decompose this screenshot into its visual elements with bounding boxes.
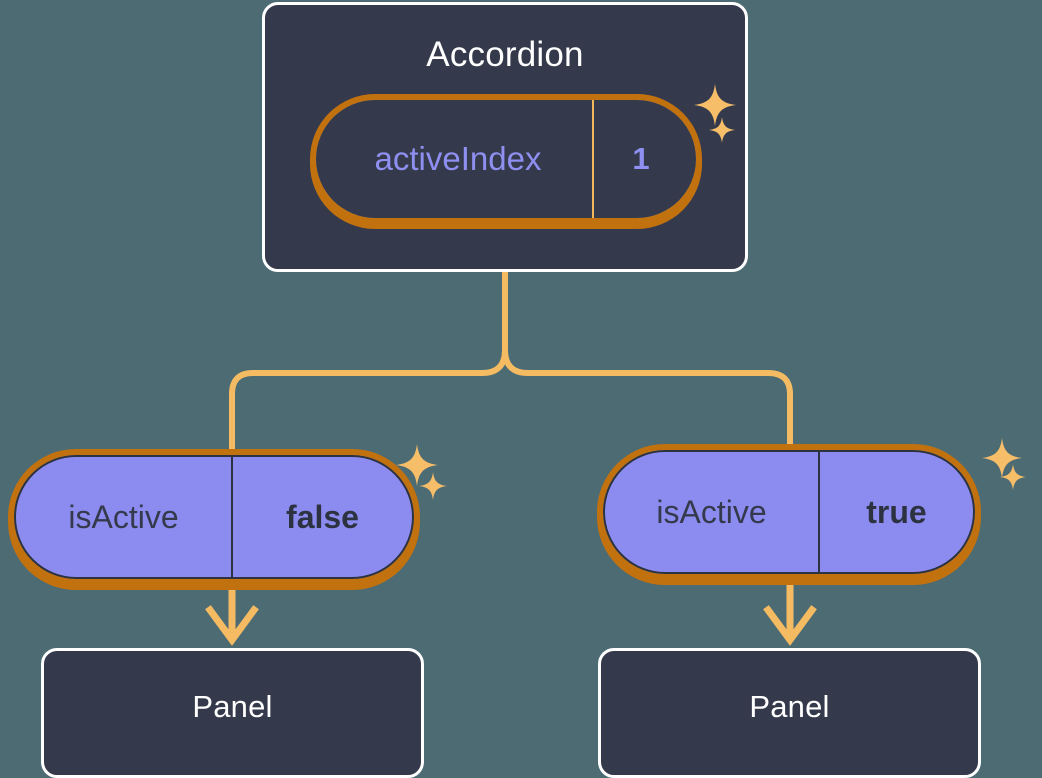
prop-value-label-left: false [231,457,412,577]
sparkle-icon-large-right [982,438,1022,478]
prop-key-label-right: isActive [656,493,767,530]
prop-key-label-left: isActive [68,498,179,535]
state-key-label: activeIndex [324,100,594,218]
sparkle-icon-small-left [419,472,447,500]
prop-pill-isactive-true[interactable]: isActive true [603,450,975,574]
prop-value-label-right: true [818,452,973,572]
prop-pill-body-left: isActive false [14,455,414,579]
arrow-head-left [205,605,259,646]
component-title-panel-left: Panel [192,689,273,724]
wire-branch-left [229,347,508,461]
component-card-panel-left[interactable]: Panel [41,648,424,778]
sparkle-icon-large-left [396,444,438,486]
sparkle-icon-small-right [1000,464,1026,490]
component-title-accordion: Accordion [426,35,584,74]
wire-branch-right [502,347,793,455]
state-pill-body: activeIndex 1 [316,100,696,218]
state-pill-activeindex[interactable]: activeIndex 1 [316,100,696,218]
component-card-panel-right[interactable]: Panel [598,648,981,778]
state-value-label: 1 [632,141,650,176]
component-title-panel-right: Panel [749,689,830,724]
prop-pill-body-right: isActive true [603,450,975,574]
prop-pill-isactive-false[interactable]: isActive false [14,455,414,579]
arrow-head-right [763,605,817,646]
